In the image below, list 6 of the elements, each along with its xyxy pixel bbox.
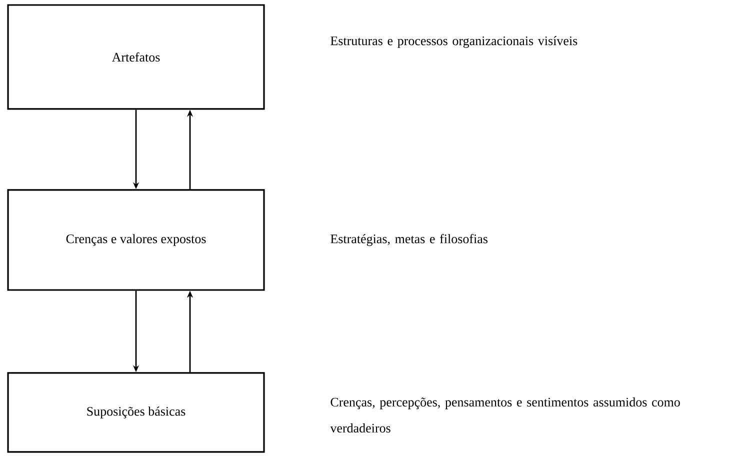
level-box: Artefatos [7,4,265,110]
description-text: Crenças, percepções, pensamentos e sentimentos assumidos como verdadeiros [330,397,680,433]
level-box: Crenças e valores expostos [7,189,265,291]
description-text: Estratégias, metas e filosofias [330,234,488,246]
description-text: Estruturas e processos organizacionais visíveis [330,36,578,48]
level-box: Suposições básicas [7,372,265,453]
